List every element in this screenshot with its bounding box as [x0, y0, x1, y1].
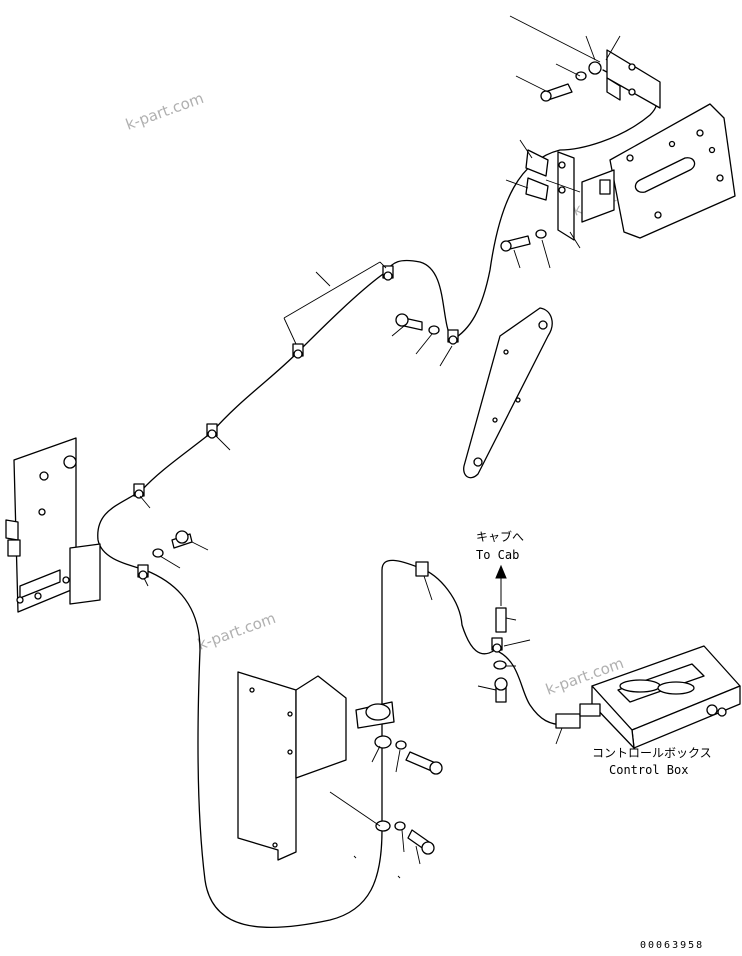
document-number: 00063958: [640, 940, 704, 951]
bolt-icon: [405, 751, 443, 775]
spacer-icon: [495, 607, 507, 633]
harness-clip-icon: [292, 343, 304, 359]
watermark-1: k-part.com: [123, 89, 206, 134]
bolts: [152, 313, 508, 855]
harness-clip-icon: [206, 423, 218, 439]
harness-clip-icon: [137, 564, 149, 580]
harness-clip-icon: [491, 637, 503, 653]
bolt-icon: [494, 677, 508, 703]
left-panel-bracket: [5, 437, 101, 613]
harness-clip-icon: [415, 561, 429, 577]
rear-mount-bracket: [540, 49, 661, 109]
mounting-plate-upper-right: [500, 103, 736, 252]
lower-bracket-panel: [237, 671, 395, 861]
leader-lines: [139, 15, 621, 879]
washer-icon: [428, 325, 440, 335]
arm-bracket: [463, 307, 553, 479]
bolt-icon: [395, 313, 423, 331]
harness-clip-icon: [133, 483, 145, 499]
washer-icon: [493, 660, 507, 670]
harness-clip-icon: [447, 329, 459, 345]
control-box: [555, 645, 741, 749]
to-cab-label-jp: キャブへ: [476, 529, 524, 544]
washer-icon: [394, 821, 406, 831]
washer-icon: [152, 548, 164, 558]
harness-clips: [133, 265, 503, 653]
washer-icon: [395, 740, 407, 750]
wire-to-control-box: [494, 649, 566, 726]
to-cab-label-en: To Cab: [476, 548, 519, 562]
control-box-label-en: Control Box: [609, 763, 688, 777]
watermark-3: k-part.com: [195, 609, 278, 654]
arrow-up-icon: [495, 564, 507, 606]
bolt-icon: [171, 530, 193, 549]
harness-clip-icon: [382, 265, 394, 281]
bolt-icon: [407, 829, 435, 855]
control-box-label-jp: コントロールボックス: [592, 746, 712, 760]
